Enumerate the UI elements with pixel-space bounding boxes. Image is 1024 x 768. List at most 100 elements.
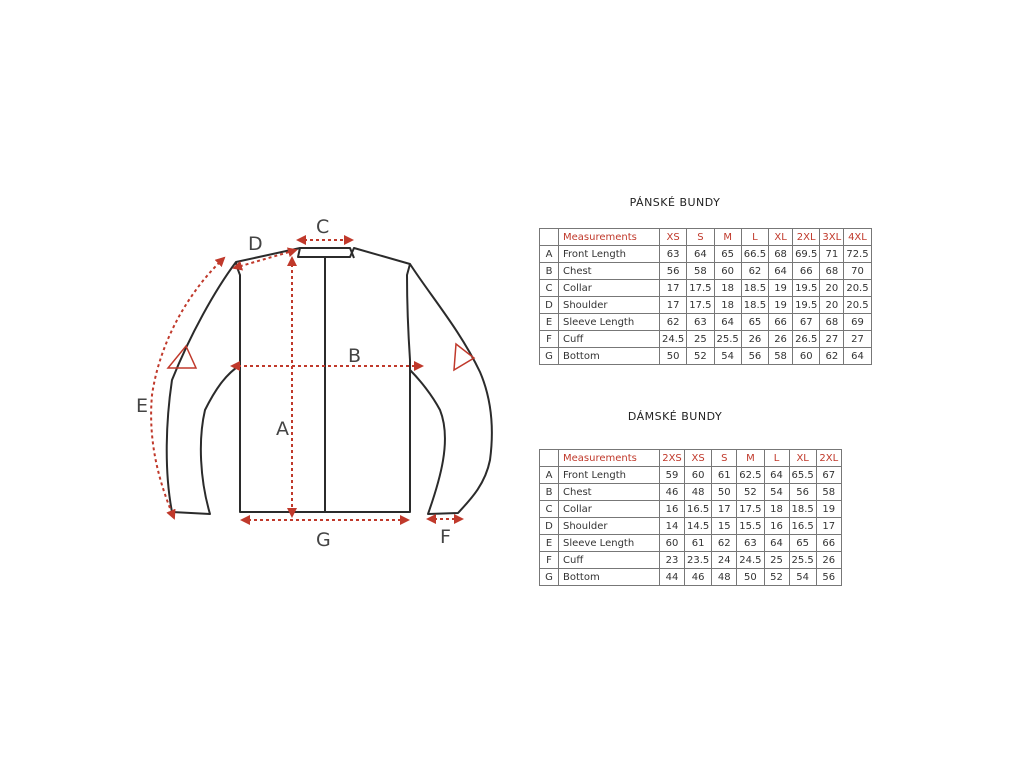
value-cell: 63 [686,313,715,331]
row-letter-cell: F [539,551,559,569]
value-cell: 64 [713,313,742,331]
value-cell: 19 [768,296,794,314]
value-cell: 61 [711,466,738,484]
value-cell: 17.5 [686,279,715,297]
row-letter-cell: A [539,245,559,263]
value-cell: 14 [659,517,685,535]
value-cell: 58 [815,483,842,501]
measurement-name-cell: Cuff [558,330,660,348]
value-cell: 69 [843,313,872,331]
value-cell: 66.5 [740,245,770,263]
measurement-name-cell: Collar [558,279,660,297]
label-g: G [316,529,331,551]
value-cell: 58 [686,262,715,280]
size-header-cell: L [763,449,790,467]
value-cell: 20.5 [843,296,872,314]
value-cell: 17 [815,517,842,535]
measurement-name-cell: Sleeve Length [558,534,660,552]
measurement-name-cell: Chest [558,262,660,280]
value-cell: 58 [768,347,794,365]
measurement-name-cell: Shoulder [558,517,660,535]
value-cell: 20 [819,279,845,297]
collar [300,247,355,259]
value-cell: 68 [819,262,845,280]
value-cell: 25 [686,330,715,348]
value-cell: 64 [686,245,715,263]
jacket-body [235,247,411,513]
value-cell: 20.5 [843,279,872,297]
size-header-cell: XL [788,449,817,467]
row-letter-cell: G [539,347,559,365]
value-cell: 24.5 [736,551,765,569]
value-cell: 15 [711,517,738,535]
value-cell: 56 [740,347,770,365]
value-cell: 23 [659,551,685,569]
row-letter-cell: D [539,517,559,535]
row-letter-cell: B [539,483,559,501]
row-letter-cell: E [539,313,559,331]
value-cell: 19.5 [792,279,821,297]
value-cell: 50 [711,483,738,501]
value-cell: 48 [711,568,738,586]
value-cell: 25.5 [713,330,742,348]
value-cell: 52 [686,347,715,365]
size-header-cell: 4XL [843,228,872,246]
value-cell: 46 [659,483,685,501]
value-cell: 60 [683,466,713,484]
value-cell: 46 [683,568,713,586]
value-cell: 19 [815,500,842,518]
size-header-cell: 2XL [792,228,821,246]
value-cell: 18 [713,279,742,297]
size-header-cell: M [736,449,765,467]
row-letter-cell: C [539,500,559,518]
value-cell: 56 [815,568,842,586]
value-cell: 60 [713,262,742,280]
value-cell: 66 [815,534,842,552]
size-header-cell: XS [683,449,713,467]
value-cell: 61 [683,534,713,552]
value-cell: 17.5 [736,500,765,518]
value-cell: 64 [843,347,872,365]
value-cell: 20 [819,296,845,314]
women-table-title: DÁMSKÉ BUNDY [627,410,723,423]
size-header-cell: 2XL [815,449,842,467]
value-cell: 26.5 [792,330,821,348]
size-header-cell: L [740,228,770,246]
label-c: C [316,216,329,238]
value-cell: 66 [792,262,821,280]
value-cell: 62 [740,262,770,280]
value-cell: 24 [711,551,738,569]
value-cell: 18.5 [740,279,770,297]
value-cell: 16 [659,500,685,518]
right-elbow-triangle [453,342,476,372]
value-cell: 26 [740,330,770,348]
value-cell: 68 [819,313,845,331]
elbow-patches [166,342,476,372]
measurement-name-cell: Sleeve Length [558,313,660,331]
value-cell: 17 [658,279,688,297]
label-f: F [440,526,451,548]
size-header-cell: S [711,449,738,467]
value-cell: 62.5 [736,466,765,484]
value-cell: 64 [768,262,794,280]
measurement-lines [150,235,464,525]
value-cell: 14.5 [683,517,713,535]
value-cell: 65 [788,534,817,552]
value-cell: 24.5 [658,330,688,348]
size-header-cell: XL [768,228,794,246]
value-cell: 60 [792,347,821,365]
value-cell: 16.5 [788,517,817,535]
value-cell: 65 [740,313,770,331]
measurements-header: Measurements [558,228,660,246]
label-e: E [136,395,148,417]
size-header-cell: M [713,228,742,246]
